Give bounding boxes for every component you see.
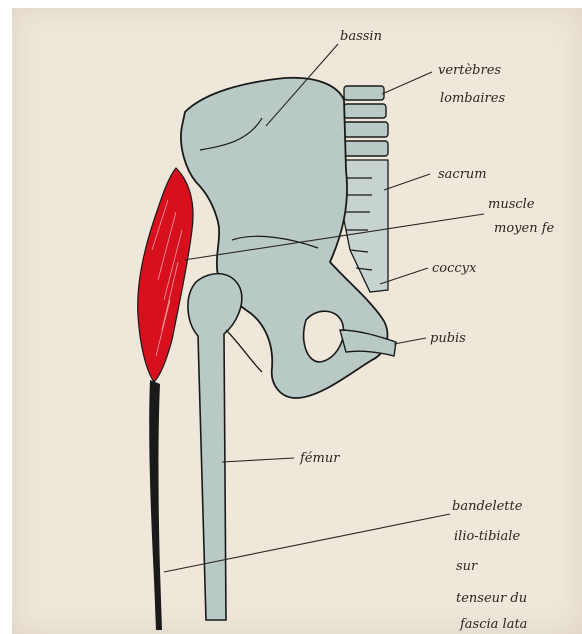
label-vertebres-1: vertèbres xyxy=(438,63,501,78)
femur xyxy=(188,274,262,620)
label-bandelette-3: sur xyxy=(456,559,478,574)
lumbar-vertebrae xyxy=(344,86,388,156)
iliotibial-band xyxy=(149,380,162,630)
label-bandelette-1: bandelette xyxy=(452,499,523,514)
label-vertebres-2: lombaires xyxy=(440,91,505,106)
label-muscle-2: moyen fe xyxy=(494,221,555,236)
label-muscle-1: muscle xyxy=(488,197,535,212)
label-sacrum: sacrum xyxy=(438,167,487,182)
label-coccyx: coccyx xyxy=(432,261,477,276)
tensor-fascia-lata-muscle xyxy=(138,168,193,382)
label-femur: fémur xyxy=(299,451,340,466)
label-bandelette-5: fascia lata xyxy=(459,617,527,632)
label-pubis: pubis xyxy=(430,331,466,346)
label-bandelette-2: ilio-tibiale xyxy=(454,529,520,544)
label-bandelette-4: tenseur du xyxy=(456,591,527,606)
label-bassin: bassin xyxy=(340,29,382,44)
